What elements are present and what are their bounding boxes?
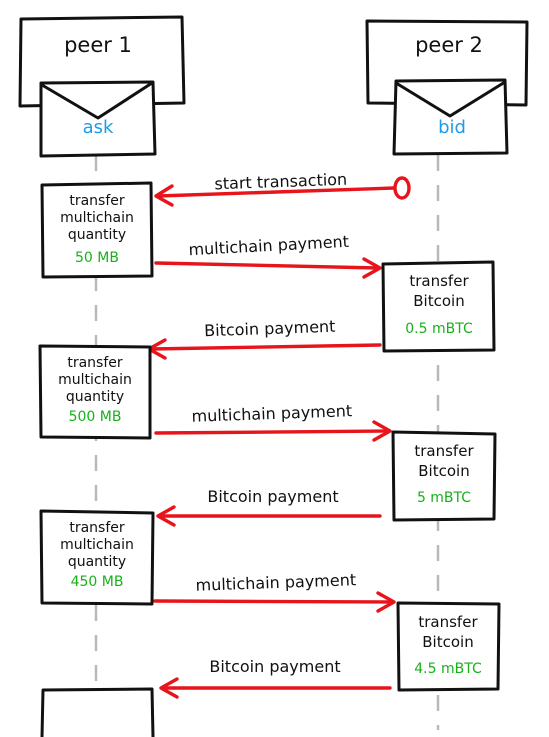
message-arrow bbox=[154, 257, 382, 279]
activity-line: quantity bbox=[68, 227, 126, 243]
activity-line: Bitcoin bbox=[418, 462, 469, 480]
peer-2-header: peer 2 bid bbox=[365, 19, 529, 156]
peer-2-name: peer 2 bbox=[415, 33, 483, 57]
message-arrow bbox=[154, 184, 396, 207]
peer-2-activity: transfer Bitcoin 0.5 mBTC bbox=[381, 260, 496, 353]
peer-1-name: peer 1 bbox=[64, 33, 132, 57]
message-arrow bbox=[153, 591, 396, 613]
activity-line: multichain bbox=[60, 537, 134, 553]
activity-amount: 4.5 mBTC bbox=[414, 661, 482, 677]
message-arrow bbox=[147, 338, 382, 360]
peer-1-activity: transfer multichain quantity 500 MB bbox=[38, 344, 152, 440]
activity-amount: 450 MB bbox=[71, 574, 124, 590]
peer-1-activity: transfer multichain quantity 450 MB bbox=[39, 509, 155, 606]
start-circle bbox=[393, 176, 411, 200]
activity-amount: 500 MB bbox=[69, 409, 122, 425]
activity-line: Bitcoin bbox=[422, 633, 473, 651]
activity-line: multichain bbox=[60, 210, 134, 226]
peer-2-role: bid bbox=[438, 117, 466, 138]
peer-1-activity: transfer multichain quantity 50 MB bbox=[40, 181, 154, 279]
peer-2-activity: transfer Bitcoin 4.5 mBTC bbox=[396, 601, 501, 692]
peer-2-activity: transfer Bitcoin 5 mBTC bbox=[391, 430, 497, 522]
message-arrow bbox=[156, 505, 382, 527]
activity-line: transfer bbox=[69, 193, 125, 209]
message-label: multichain payment bbox=[195, 570, 356, 595]
activity-line: transfer bbox=[414, 442, 474, 460]
message-label: multichain payment bbox=[191, 401, 352, 426]
message-label: Bitcoin payment bbox=[209, 657, 340, 676]
activity-line: transfer bbox=[67, 355, 123, 371]
activity-line: Bitcoin bbox=[413, 292, 464, 310]
envelope-icon bbox=[39, 80, 157, 158]
message-label: multichain payment bbox=[188, 232, 349, 259]
peer-1-activity bbox=[40, 687, 155, 737]
activity-line: transfer bbox=[69, 520, 125, 536]
message-label: Bitcoin payment bbox=[204, 317, 336, 341]
activity-amount: 50 MB bbox=[75, 250, 119, 266]
activity-amount: 0.5 mBTC bbox=[405, 321, 473, 337]
envelope-icon bbox=[392, 78, 509, 156]
peer-1-role: ask bbox=[83, 117, 114, 138]
activity-line: transfer bbox=[418, 613, 478, 631]
message-arrow bbox=[154, 420, 392, 442]
activity-line: quantity bbox=[66, 389, 124, 405]
activity-line: quantity bbox=[68, 554, 126, 570]
activity-line: transfer bbox=[409, 272, 469, 290]
peer-1-header: peer 1 ask bbox=[18, 15, 186, 158]
message-arrow bbox=[159, 677, 392, 699]
message-label: Bitcoin payment bbox=[207, 487, 338, 506]
activity-line: multichain bbox=[58, 372, 132, 388]
activity-amount: 5 mBTC bbox=[417, 490, 471, 506]
message-label: start transaction bbox=[214, 170, 347, 194]
